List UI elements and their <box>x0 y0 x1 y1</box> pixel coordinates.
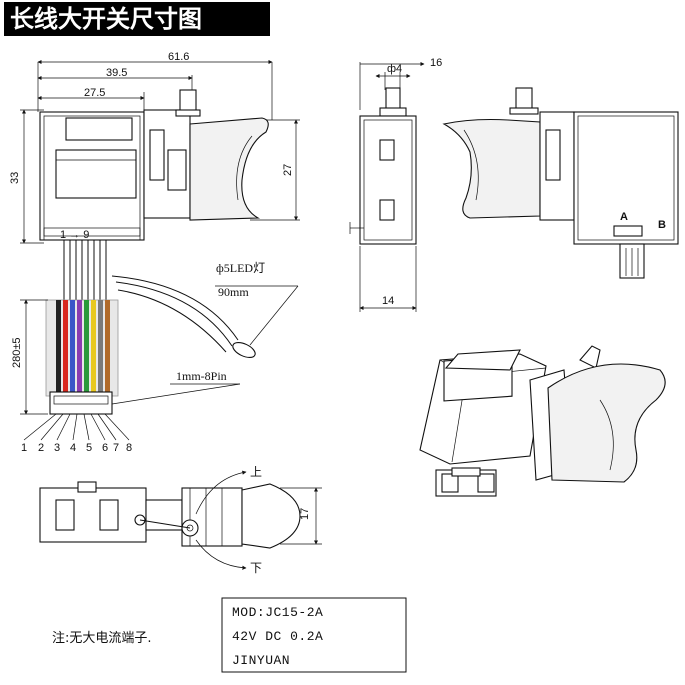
back-view: A B <box>442 87 679 279</box>
ribbon-wires <box>56 300 110 392</box>
ribbon-wire-5 <box>84 300 89 392</box>
front-view: 61.6 39.5 27.5 33 27 1 → 9 <box>9 51 300 454</box>
spec-box: MOD:JC15-2A 42V DC 0.2A JINYUAN <box>221 597 407 673</box>
pin-label-1: 1 <box>21 442 27 454</box>
pin-label-6: 6 <box>102 442 108 454</box>
dim-width-mid: 39.5 <box>106 67 127 79</box>
ribbon-wire-6 <box>91 300 96 392</box>
dim-height-body: 33 <box>9 172 21 184</box>
led-bulb <box>232 342 256 358</box>
dim-width-inner: 27.5 <box>84 87 105 99</box>
ribbon-wire-7 <box>98 300 103 392</box>
dim-wire-length: 280±5 <box>11 337 23 368</box>
side-label-b: B <box>658 219 666 231</box>
ribbon-wire-1 <box>56 300 61 392</box>
direction-down-label: 下 <box>250 561 262 575</box>
pin-label-8: 8 <box>126 442 132 454</box>
pin-leader-4 <box>72 413 78 441</box>
dim-offset: 16 <box>430 57 442 69</box>
side-label-a: A <box>620 211 628 223</box>
dim-diameter: ф4 <box>387 63 402 75</box>
ribbon-wire-3 <box>70 300 75 392</box>
pin-leader-8 <box>104 413 130 441</box>
connector-spec: 1mm-8Pin <box>176 369 227 383</box>
pin-label-5: 5 <box>86 442 92 454</box>
pin-label-3: 3 <box>54 442 60 454</box>
led-length: 90mm <box>218 285 249 299</box>
pin-leader-3 <box>56 413 71 441</box>
spec-maker: JINYUAN <box>232 653 290 668</box>
pin-leader-6 <box>90 413 106 441</box>
note-text: 注:无大电流端子. <box>52 631 152 646</box>
pin-leader-2 <box>40 413 64 441</box>
pin-number-labels: 1 2 3 4 5 6 7 8 <box>21 442 132 454</box>
direction-up-label: 上 <box>250 465 262 479</box>
bottom-view: 17 上 下 <box>39 465 322 575</box>
pin-label-7: 7 <box>113 442 119 454</box>
spec-model: MOD:JC15-2A <box>232 605 323 620</box>
connector-body <box>49 391 113 415</box>
pin-leader-1 <box>23 413 57 441</box>
ribbon-wire-8 <box>105 300 110 392</box>
ribbon-wire-2 <box>63 300 68 392</box>
pin-leader-5 <box>83 413 90 441</box>
dim-depth: 14 <box>382 295 394 307</box>
pin-label-2: 2 <box>38 442 44 454</box>
switch-arrow-mark: 1 → 9 <box>60 229 89 241</box>
wire-bundle <box>63 240 107 300</box>
dim-trigger-height: 17 <box>299 508 311 520</box>
spec-rating: 42V DC 0.2A <box>232 629 323 644</box>
dim-width-total: 61.6 <box>168 51 189 63</box>
led-spec: ф5LED灯 <box>216 261 265 275</box>
side-view: 16 ф4 14 <box>349 57 442 312</box>
isometric-view <box>419 345 666 497</box>
pin-leader-7 <box>97 413 117 441</box>
page-title: 长线大开关尺寸图 <box>4 2 270 36</box>
led-wire <box>111 275 239 341</box>
ribbon-wire-4 <box>77 300 82 392</box>
dim-height-trigger: 27 <box>282 164 294 176</box>
pin-label-4: 4 <box>70 442 76 454</box>
